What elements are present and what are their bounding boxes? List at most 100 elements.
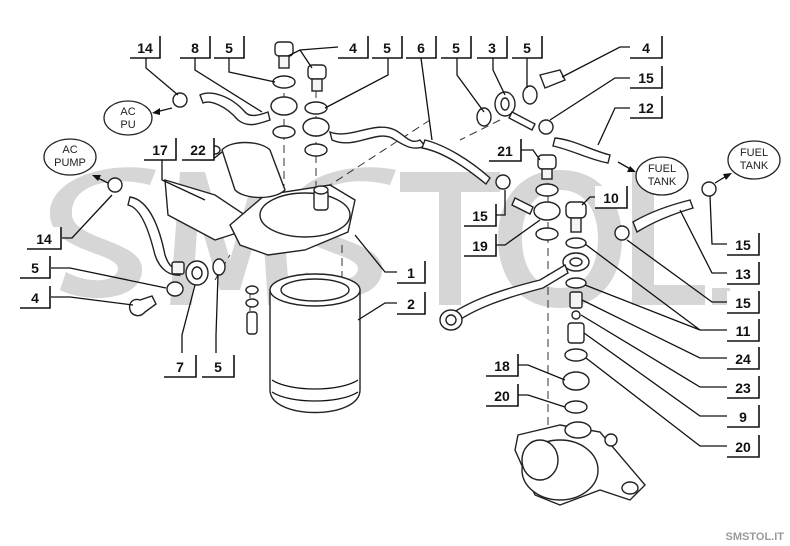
callout-background [27,227,61,249]
callout-r-15b: 15 [727,233,760,256]
callout-number: 5 [383,40,391,56]
callout-top-4: 4 [338,36,369,59]
callout-mid-15: 15 [464,204,497,227]
callout-number: 23 [735,380,751,396]
callout-mid-17: 17 [144,138,177,161]
callout-number: 3 [488,40,496,56]
callout-l-18: 18 [486,354,519,377]
callout-background [727,233,759,255]
callout-left-5: 5 [20,256,51,279]
callout-background [441,36,471,58]
banjo-bolt-4-a [274,41,294,57]
callout-number: 2 [407,296,415,312]
hose-clamp-15-c [701,181,717,197]
callout-background [727,291,759,313]
filter-head-1 [209,141,356,256]
callout-number: 5 [214,359,222,375]
callout-background [630,36,662,58]
banjo-3-assembly [476,69,611,164]
callout-r-23: 23 [727,376,760,399]
upper-banjo-stack [172,41,427,157]
callout-number: 14 [36,231,52,247]
callout-top-5a: 5 [214,36,245,59]
callout-number: 5 [452,40,460,56]
callout-number: 18 [494,358,510,374]
callout-background [727,435,759,457]
washer-5-c [476,107,492,127]
callout-background [512,36,542,58]
banjo-bolt-4-right [539,69,566,89]
callout-left-14: 14 [27,227,62,250]
hose-6 [421,139,491,186]
lift-pump-body [514,421,646,506]
callout-background [727,319,759,341]
callout-right-12: 12 [630,96,663,119]
callout-mid-19: 19 [464,234,497,257]
washer-20-b [564,400,588,414]
left-hose-assembly [107,177,246,317]
callout-r-24: 24 [727,347,760,370]
callout-right-4: 4 [630,36,663,59]
flow-arrows [92,107,732,184]
callout-background [202,355,234,377]
callout-background [164,355,196,377]
tag-text: PUMP [54,157,86,169]
hose-banjo-pipe [443,263,569,326]
hose-clamp-15-mid [495,174,511,190]
callout-background [489,139,521,161]
callout-background [406,36,436,58]
washer-5-right [212,258,226,276]
callout-background [486,354,518,376]
callout-background [486,384,518,406]
callout-bot-7: 7 [164,355,197,378]
hose-upper-middle [328,126,427,149]
callout-number: 20 [735,439,751,455]
electric-pump-22 [221,141,286,199]
callout-number: 22 [190,142,206,158]
callout-number: 7 [176,359,184,375]
callout-bot-5: 5 [202,355,235,378]
callout-background [630,66,662,88]
tag-text: FUEL [648,163,676,175]
callout-background [464,234,496,256]
callout-number: 5 [523,40,531,56]
callout-background [595,186,627,208]
callout-top-8: 8 [180,36,211,59]
callout-mid-21: 21 [489,139,522,162]
filter-cartridge-2 [245,273,361,414]
callout-background [727,262,759,284]
banjo-19-stack [495,154,561,241]
callout-background [477,36,507,58]
callout-background [727,405,759,427]
callout-background [372,36,402,58]
callout-background [182,138,214,160]
callout-leaders [51,46,727,447]
callout-number: 17 [152,142,168,158]
callout-top-6: 6 [406,36,437,59]
callout-number: 14 [137,40,153,56]
tag-text: PU [120,119,135,131]
tag-text: AC [62,144,77,156]
callout-right-15a: 15 [630,66,663,89]
callout-number: 6 [417,40,425,56]
ball-23 [571,310,581,320]
callout-background [130,36,160,58]
callout-c-2: 2 [397,292,426,315]
callout-number: 5 [31,260,39,276]
tag-text: TANK [740,160,769,172]
hose-clamp-14-top [172,92,188,108]
callout-number: 13 [735,266,751,282]
callout-background [727,376,759,398]
callout-number: 11 [736,323,751,339]
callout-background [144,138,176,160]
callout-background [464,204,496,226]
callout-background [630,96,662,118]
callout-top-3: 3 [477,36,508,59]
valve-seat-9 [567,322,585,344]
callout-number: 4 [642,40,650,56]
washer-5-d [522,85,538,105]
callout-r-9: 9 [727,405,760,428]
hose-clamp-15-a [538,119,554,135]
callout-number: 19 [472,238,488,254]
